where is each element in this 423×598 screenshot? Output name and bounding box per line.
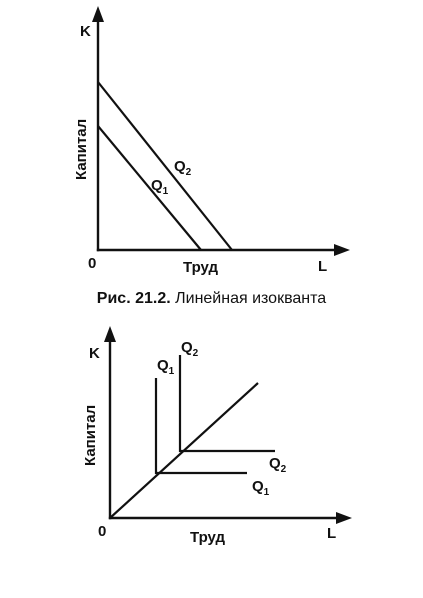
- top-y-axis-arrow: [92, 6, 104, 22]
- bottom-top-q1-label: Q1: [157, 357, 175, 377]
- bottom-x-axis-label: L: [327, 525, 336, 542]
- bottom-top-q2-label: Q2: [181, 339, 199, 359]
- isoquant-q2-l-shape: [178, 355, 275, 453]
- top-origin-label: 0: [88, 255, 96, 272]
- top-isoquant-q2-label: Q2: [174, 158, 192, 178]
- top-x-axis-arrow: [334, 244, 350, 256]
- bottom-y-axis-label: K: [89, 345, 100, 362]
- bottom-x-axis-arrow: [336, 512, 352, 524]
- isoquant-q1-line: [97, 125, 202, 251]
- bottom-right-q1-label: Q1: [252, 478, 270, 498]
- top-x-axis-title: Труд: [183, 259, 219, 276]
- figure-caption-number: Рис. 21.2.: [96, 290, 171, 307]
- top-y-axis-label: K: [80, 23, 91, 40]
- bottom-right-q2-label: Q2: [269, 455, 287, 475]
- bottom-y-axis-arrow: [104, 326, 116, 342]
- bottom-x-axis-title: Труд: [190, 529, 226, 546]
- figure-caption-text: Линейная изокванта: [170, 290, 327, 307]
- bottom-origin-label: 0: [98, 523, 106, 540]
- bottom-y-axis-title: Капитал: [82, 405, 99, 466]
- isoquant-q2-line: [97, 81, 233, 251]
- top-isoquant-q1-label: Q1: [151, 177, 169, 197]
- figure-caption: Рис. 21.2. Линейная изокванта: [0, 290, 423, 308]
- top-x-axis-label: L: [318, 258, 327, 275]
- fixed-proportion-isoquant-figure: K L 0 Труд Капитал Q1 Q2 Q2 Q1: [82, 326, 352, 546]
- linear-isoquant-figure: K L 0 Труд Капитал Q1 Q2: [73, 6, 350, 276]
- isoquant-q1-l-shape: [154, 378, 247, 475]
- top-y-axis-title: Капитал: [73, 119, 90, 180]
